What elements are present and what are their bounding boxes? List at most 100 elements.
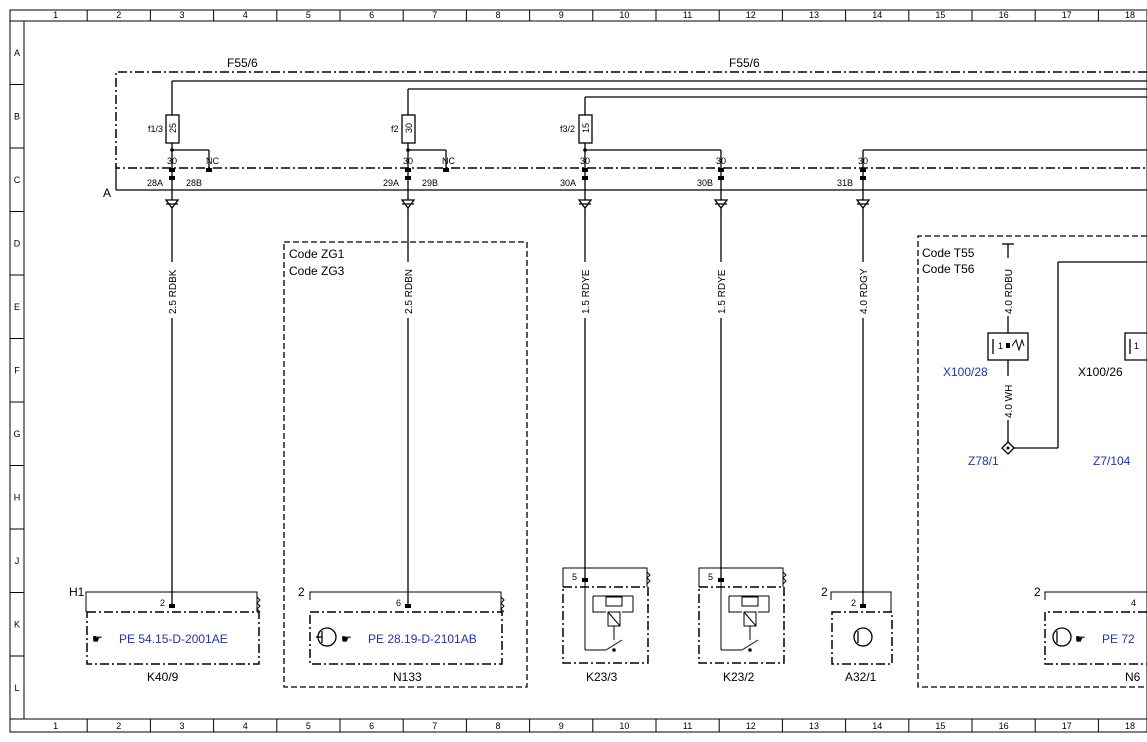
grid-column-label: 9 — [559, 721, 564, 731]
grid-column-label: 13 — [809, 10, 819, 20]
wire-label: 1.5 RDYE — [581, 269, 592, 314]
svg-text:f2: f2 — [391, 124, 399, 134]
grid-column-label: 12 — [746, 721, 756, 731]
svg-text:NC: NC — [442, 156, 455, 166]
component-label: A32/1 — [845, 670, 877, 684]
fuse-box-outline — [115, 71, 1147, 169]
transistor-icon — [1052, 627, 1072, 647]
svg-text:5: 5 — [708, 572, 713, 582]
svg-text:30: 30 — [858, 156, 868, 166]
grid-column-label: 15 — [935, 721, 945, 731]
grid-row-label: A — [14, 48, 20, 58]
grid-column-label: 10 — [619, 721, 629, 731]
grid-column-label: 2 — [116, 721, 121, 731]
svg-text:25: 25 — [168, 123, 178, 133]
grid-column-label: 17 — [1062, 721, 1072, 731]
grid-column-label: 15 — [935, 10, 945, 20]
grid-column-label: 11 — [683, 721, 692, 731]
svg-text:30: 30 — [167, 156, 177, 166]
component-k23-3: 5 K23/3 — [562, 567, 651, 684]
ref-link[interactable]: PE 72 — [1102, 632, 1135, 646]
x100-28-link[interactable]: X100/28 — [943, 365, 988, 379]
grid-column-label: 18 — [1125, 10, 1135, 20]
grid-column-label: 5 — [306, 721, 311, 731]
grid-column-label: 7 — [432, 10, 437, 20]
component-n133: 2 6 ☛ PE 28.19-D-2101AB N133 — [298, 585, 505, 684]
grid-column-label: 11 — [683, 10, 692, 20]
ref-link[interactable]: PE 28.19-D-2101AB — [368, 632, 477, 646]
grid-row-label: L — [14, 683, 19, 693]
component-label: K23/2 — [723, 670, 755, 684]
grid-column-label: 10 — [619, 10, 629, 20]
component-label: K40/9 — [147, 670, 179, 684]
ref-link[interactable]: PE 54.15-D-2001AE — [119, 632, 228, 646]
svg-text:1: 1 — [1134, 341, 1139, 351]
svg-text:30B: 30B — [697, 178, 713, 188]
wire-label: 4.0 WH — [1004, 385, 1015, 418]
code-box-zg — [283, 241, 528, 688]
x100-26-label: X100/26 — [1078, 365, 1123, 379]
component-k40-9: H1 2 ☛ PE 54.15-D-2001AE K40/9 — [69, 585, 261, 684]
code-box-t — [917, 235, 1147, 688]
grid-column-label: 4 — [243, 10, 248, 20]
svg-text:29B: 29B — [422, 178, 438, 188]
grid-column-label: 1 — [53, 721, 58, 731]
code-label: Code ZG1 — [289, 247, 345, 261]
svg-text:30A: 30A — [560, 178, 576, 188]
grid-column-label: 12 — [746, 10, 756, 20]
grid-column-label: 16 — [999, 10, 1009, 20]
code-label: Code ZG3 — [289, 264, 345, 278]
component-k23-2: 5 K23/2 — [698, 567, 787, 684]
svg-text:2: 2 — [160, 598, 165, 608]
svg-text:2: 2 — [298, 585, 305, 599]
svg-text:6: 6 — [396, 598, 401, 608]
svg-text:30: 30 — [716, 156, 726, 166]
grid-row-label: J — [15, 556, 20, 566]
svg-text:30: 30 — [580, 156, 590, 166]
svg-text:2: 2 — [851, 598, 856, 608]
component-label: N6 — [1125, 670, 1141, 684]
bus-label: A — [103, 186, 111, 200]
svg-text:2: 2 — [1034, 585, 1041, 599]
fuse-f2: f2 30 30 NC 29A 29B — [383, 114, 455, 188]
grid-column-label: 14 — [872, 10, 882, 20]
grid-column-label: 8 — [495, 721, 500, 731]
grid-row-label: D — [14, 238, 21, 248]
fuse-box-label: F55/6 — [227, 56, 258, 70]
connector-x100-28: 1 — [987, 332, 1029, 361]
grid-column-label: 5 — [306, 10, 311, 20]
svg-text:15: 15 — [581, 123, 591, 133]
grid-column-label: 16 — [999, 721, 1009, 731]
grid-column-label: 6 — [369, 721, 374, 731]
grid-row-label: F — [14, 365, 20, 375]
svg-text:31B: 31B — [837, 178, 853, 188]
pointing-hand-icon: ☛ — [341, 632, 352, 646]
wire-label: 1.5 RDYE — [717, 269, 728, 314]
code-label: Code T56 — [922, 262, 975, 276]
code-label: Code T55 — [922, 246, 975, 260]
component-label: K23/3 — [586, 670, 618, 684]
grid-column-label: 4 — [243, 721, 248, 731]
grid-column-label: 2 — [116, 10, 121, 20]
transistor-icon — [853, 627, 873, 647]
wire-label: 2.5 RDBN — [404, 269, 415, 314]
pointing-hand-icon: ☛ — [1075, 632, 1086, 646]
grid-column-label: 3 — [179, 10, 184, 20]
connector-x100-26: 1 — [1124, 332, 1147, 361]
svg-text:30: 30 — [403, 156, 413, 166]
grid-column-label: 13 — [809, 721, 819, 731]
grid-column-label: 14 — [872, 721, 882, 731]
svg-text:28A: 28A — [147, 178, 163, 188]
component-n6: 2 4 ☛ PE 72 N6 — [1034, 585, 1147, 684]
svg-text:NC: NC — [206, 156, 219, 166]
z78-1-link[interactable]: Z78/1 — [968, 454, 999, 468]
grid-column-label: 17 — [1062, 10, 1072, 20]
z7-104-link[interactable]: Z7/104 — [1093, 454, 1131, 468]
grid-column-label: 6 — [369, 10, 374, 20]
grid-column-label: 3 — [179, 721, 184, 731]
svg-text:H1: H1 — [69, 585, 85, 599]
